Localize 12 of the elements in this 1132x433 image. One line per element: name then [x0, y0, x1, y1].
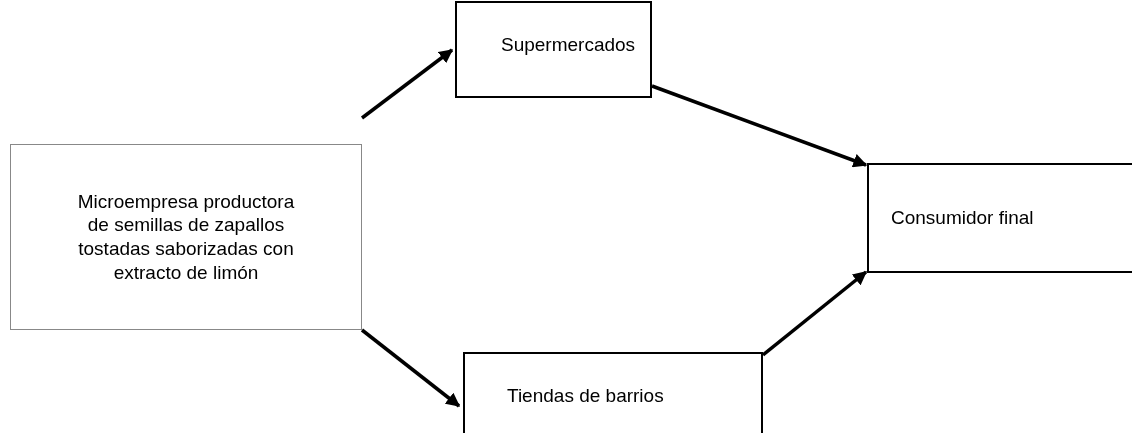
node-label: Tiendas de barrios [507, 384, 664, 408]
arrow [360, 328, 461, 408]
process-box [867, 163, 1132, 273]
process-box [455, 1, 652, 98]
process-box [10, 144, 362, 330]
node-label: Consumidor final [891, 206, 1034, 230]
process-box [463, 352, 763, 433]
arrow [360, 48, 454, 120]
arrow [651, 84, 868, 168]
node-label: Supermercados [501, 33, 636, 57]
arrow [761, 270, 868, 357]
node-label: Microempresa productora de semillas de zapallos tostadas saborizadas con extracto de limón [76, 189, 296, 285]
